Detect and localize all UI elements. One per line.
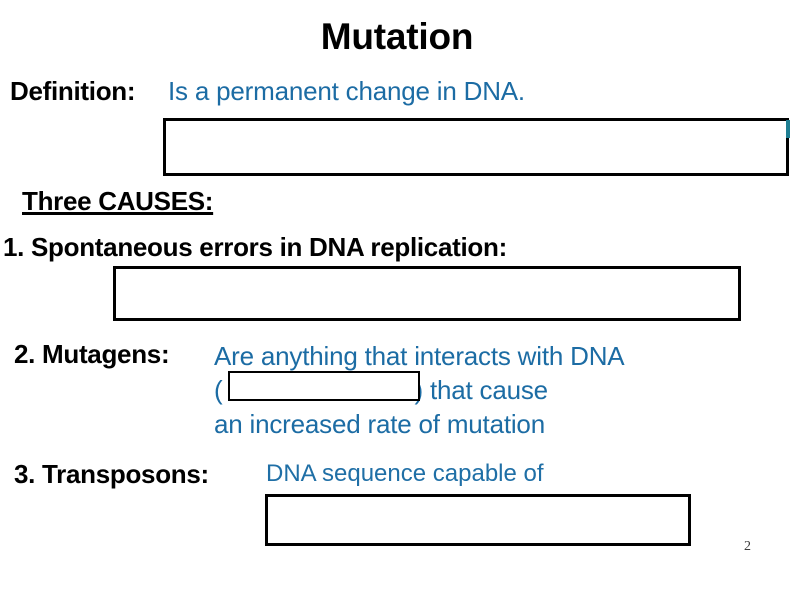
page-number: 2	[744, 539, 751, 554]
cause-2-line-1: Are anything that interacts with DNA	[214, 341, 625, 371]
cause-3-line-1: DNA sequence capable of	[266, 460, 544, 487]
cause-2-description: Are anything that interacts with DNA ( ) …	[214, 339, 625, 441]
cause-3-label: 3. Transposons:	[14, 459, 209, 489]
causes-heading: Three CAUSES:	[22, 186, 214, 216]
page-title: Mutation	[320, 16, 474, 57]
cause-2-close-paren: ) that cause	[414, 375, 548, 405]
cause-2-line-2: ( ) that cause	[214, 373, 624, 407]
cause-2-label: 2. Mutagens:	[14, 339, 170, 369]
cause-2-blank-box[interactable]	[228, 371, 420, 401]
cause-2-line-3: an increased rate of mutation	[214, 409, 545, 439]
definition-label: Definition:	[10, 76, 136, 106]
cause-3-blank-box[interactable]	[265, 494, 691, 546]
definition-value: Is a permanent change in DNA.	[168, 76, 525, 106]
definition-blank-box[interactable]	[163, 118, 789, 176]
cause-2-open-paren: (	[214, 375, 223, 405]
cause-1-label: 1. Spontaneous errors in DNA replication…	[3, 232, 507, 262]
cause-1-blank-box[interactable]	[113, 266, 741, 321]
clipped-text-sliver	[786, 120, 790, 138]
